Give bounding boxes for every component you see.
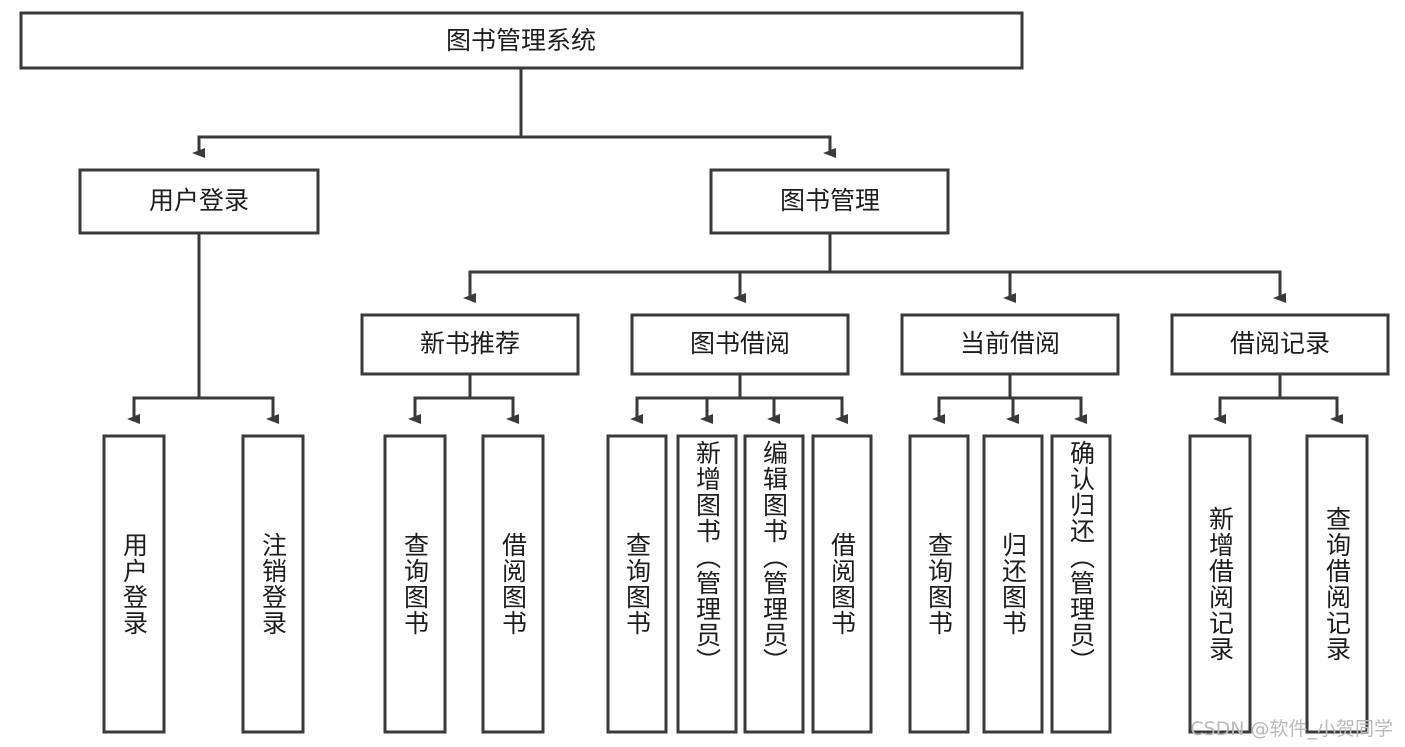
leaf-box-add-book[interactable] [676,434,738,734]
node-book-management[interactable]: 图书管理 [709,168,950,235]
connector-group-book-management [463,231,1286,303]
node-book-borrow-box[interactable] [630,313,850,376]
node-user-login-box[interactable] [78,168,320,235]
leaf-box-borrow-book-1[interactable] [481,434,545,734]
leaf-box-group [102,434,1369,734]
connector-group-book-borrow [630,372,848,424]
leaf-box-logout[interactable] [241,434,305,734]
node-new-book-recommend[interactable]: 新书推荐 [360,313,580,376]
leaf-box-user-login[interactable] [102,434,166,734]
node-new-book-recommend-box[interactable] [360,313,580,376]
leaf-box-query-book-2[interactable] [606,434,668,734]
connector-group-current-borrow [932,372,1087,424]
leaf-box-borrow-book-2[interactable] [811,434,873,734]
node-current-borrow-label: 当前借阅 [960,329,1060,358]
connector-group-root [192,66,836,158]
node-book-management-label: 图书管理 [780,186,880,215]
leaf-box-query-book-3[interactable] [908,434,970,734]
node-root-label: 图书管理系统 [446,26,596,55]
node-borrow-record-box[interactable] [1170,313,1390,376]
node-book-borrow[interactable]: 图书借阅 [630,313,850,376]
node-current-borrow[interactable]: 当前借阅 [900,313,1120,376]
node-current-borrow-box[interactable] [900,313,1120,376]
node-borrow-record-label: 借阅记录 [1230,329,1330,358]
leaf-box-query-record[interactable] [1305,434,1369,734]
leaf-box-add-record[interactable] [1188,434,1252,734]
leaf-box-confirm-return[interactable] [1050,434,1112,734]
leaf-box-edit-book[interactable] [743,434,805,734]
connector-group-new-book-recommend [408,372,519,424]
node-book-management-box[interactable] [709,168,950,235]
node-book-borrow-label: 图书借阅 [690,329,790,358]
node-root[interactable]: 图书管理系统 [19,11,1024,70]
node-new-book-recommend-label: 新书推荐 [420,329,520,358]
node-root-box[interactable] [19,11,1024,70]
leaf-box-return-book[interactable] [982,434,1044,734]
connector-group-borrow-record [1213,372,1343,424]
node-user-login[interactable]: 用户登录 [78,168,320,235]
connector-group-user-login [127,231,279,424]
node-user-login-label: 用户登录 [149,186,249,215]
leaf-box-query-book-1[interactable] [383,434,447,734]
node-borrow-record[interactable]: 借阅记录 [1170,313,1390,376]
